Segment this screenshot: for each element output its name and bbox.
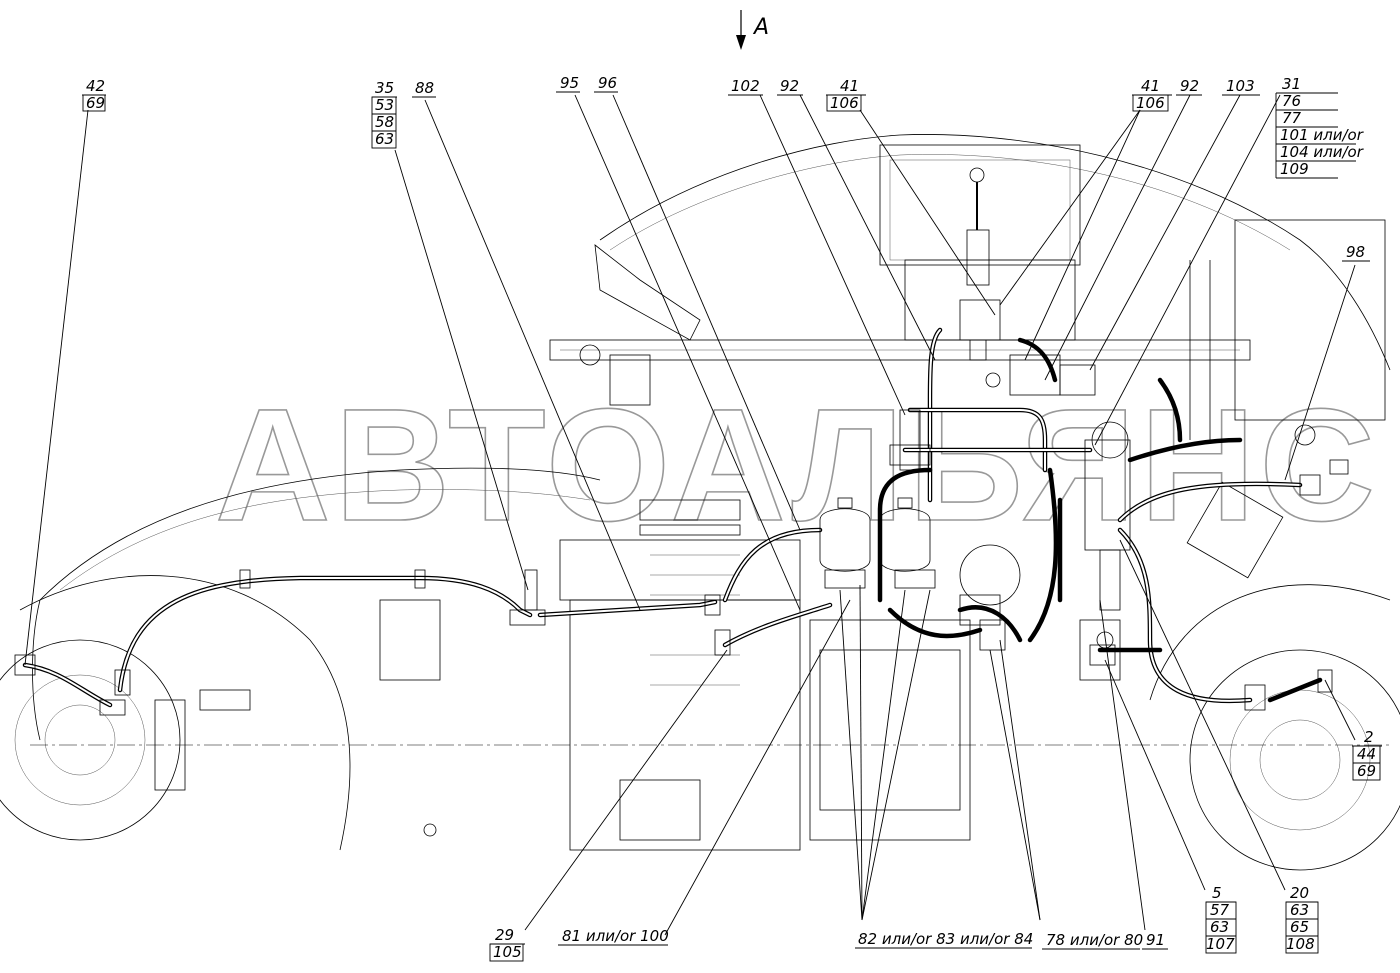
callout-104: 104 или/or [1280,143,1364,161]
callout-106-center: 106 [830,94,859,112]
callout-5: 5 [1212,884,1222,902]
callout-42: 42 [86,77,105,95]
callout-69: 69 [86,94,105,112]
hydraulic-pipes [22,327,1323,708]
callout-29: 29 [495,926,514,944]
callout-107: 107 [1206,935,1235,953]
callout-102: 102 [731,77,760,95]
callout-63: 63 [375,130,394,148]
callout-35: 35 [375,79,394,97]
callout-109: 109 [1280,160,1309,178]
leader-lines [24,94,1356,936]
callout-57: 57 [1210,901,1230,919]
callout-20: 20 [1290,884,1309,902]
callout-103: 103 [1226,77,1255,95]
view-marker: A [736,10,769,50]
callout-108: 108 [1286,935,1315,953]
callout-105: 105 [493,943,522,961]
callout-58: 58 [375,113,394,131]
callout-2: 2 [1364,728,1374,746]
callout-53: 53 [375,96,394,114]
callout-78-or-80: 78 или/or 80 [1046,931,1143,949]
components [14,167,1349,716]
callout-76: 76 [1282,92,1301,110]
callout-92-left: 92 [780,77,799,95]
callout-63-b: 63 [1290,901,1309,919]
callout-65: 65 [1290,918,1309,936]
callout-69-right: 69 [1357,762,1376,780]
callout-91: 91 [1146,931,1165,949]
callout-labels: 42 69 35 53 58 63 88 95 96 102 92 41 106 [82,74,1382,962]
callout-81-or-100: 81 или/or 100 [562,927,669,945]
callout-41-right: 41 [1141,77,1160,95]
view-marker-label: A [752,15,769,40]
callout-77: 77 [1282,109,1302,127]
callout-95: 95 [560,74,579,92]
callout-44: 44 [1357,745,1376,763]
callout-96: 96 [598,74,617,92]
callout-101: 101 или/or [1280,126,1364,144]
callout-98: 98 [1346,243,1365,261]
watermark-text: АВТОАЛЬЯНС [215,375,1379,554]
callout-92-right: 92 [1180,77,1199,95]
callout-63-a: 63 [1210,918,1229,936]
callout-41-center: 41 [840,77,859,95]
callout-106-right: 106 [1136,94,1165,112]
callout-31: 31 [1282,75,1301,93]
callout-88: 88 [415,79,434,97]
callout-82-83-84: 82 или/or 83 или/or 84 [858,930,1033,948]
